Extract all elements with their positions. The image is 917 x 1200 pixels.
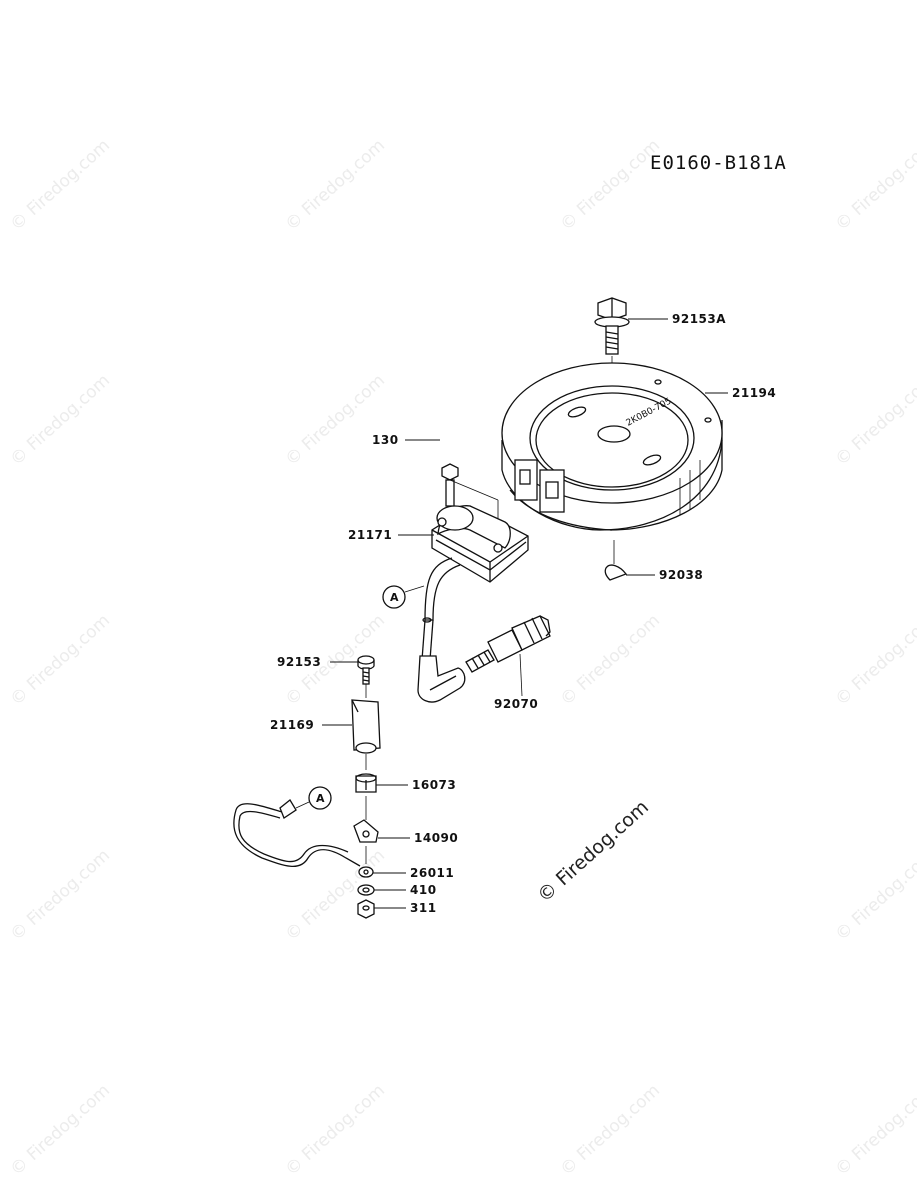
flywheel-bolt-drawing	[594, 297, 630, 440]
flywheel-drawing: 2K0B0-705	[501, 362, 723, 531]
part-label-92153: 92153	[277, 655, 322, 669]
ref-letter: A	[316, 792, 325, 805]
washer-drawing	[357, 884, 375, 896]
ref-marker-a-lower: A	[295, 786, 332, 810]
clamp-drawing	[353, 819, 379, 864]
diagram-code: E0160-B181A	[650, 152, 787, 174]
part-label-92038: 92038	[659, 568, 704, 582]
part-label-21194: 21194	[732, 386, 777, 400]
part-label-21171: 21171	[348, 528, 393, 542]
part-label-14090: 14090	[414, 831, 459, 845]
part-label-92070: 92070	[494, 697, 539, 711]
part-label-21169: 21169	[270, 718, 315, 732]
leader-lines	[322, 318, 728, 909]
holder-drawing	[355, 773, 377, 820]
ignition-coil-drawing	[424, 463, 529, 621]
part-label-92153a: 92153A	[672, 312, 727, 326]
part-label-26011: 26011	[410, 866, 455, 880]
ht-lead-drawing	[417, 617, 466, 703]
part-label-311: 311	[410, 901, 437, 915]
spark-plug-drawing	[465, 615, 551, 697]
bracket-plate-drawing	[351, 699, 381, 770]
ref-letter: A	[390, 591, 399, 604]
screw-drawing	[357, 655, 375, 698]
part-label-410: 410	[410, 883, 437, 897]
ref-marker-a-upper: A	[382, 585, 425, 609]
part-label-130: 130	[372, 433, 399, 447]
flywheel-key-drawing	[604, 540, 628, 581]
stop-wire-drawing	[233, 799, 374, 878]
part-label-16073: 16073	[412, 778, 457, 792]
nut-drawing	[357, 899, 375, 919]
